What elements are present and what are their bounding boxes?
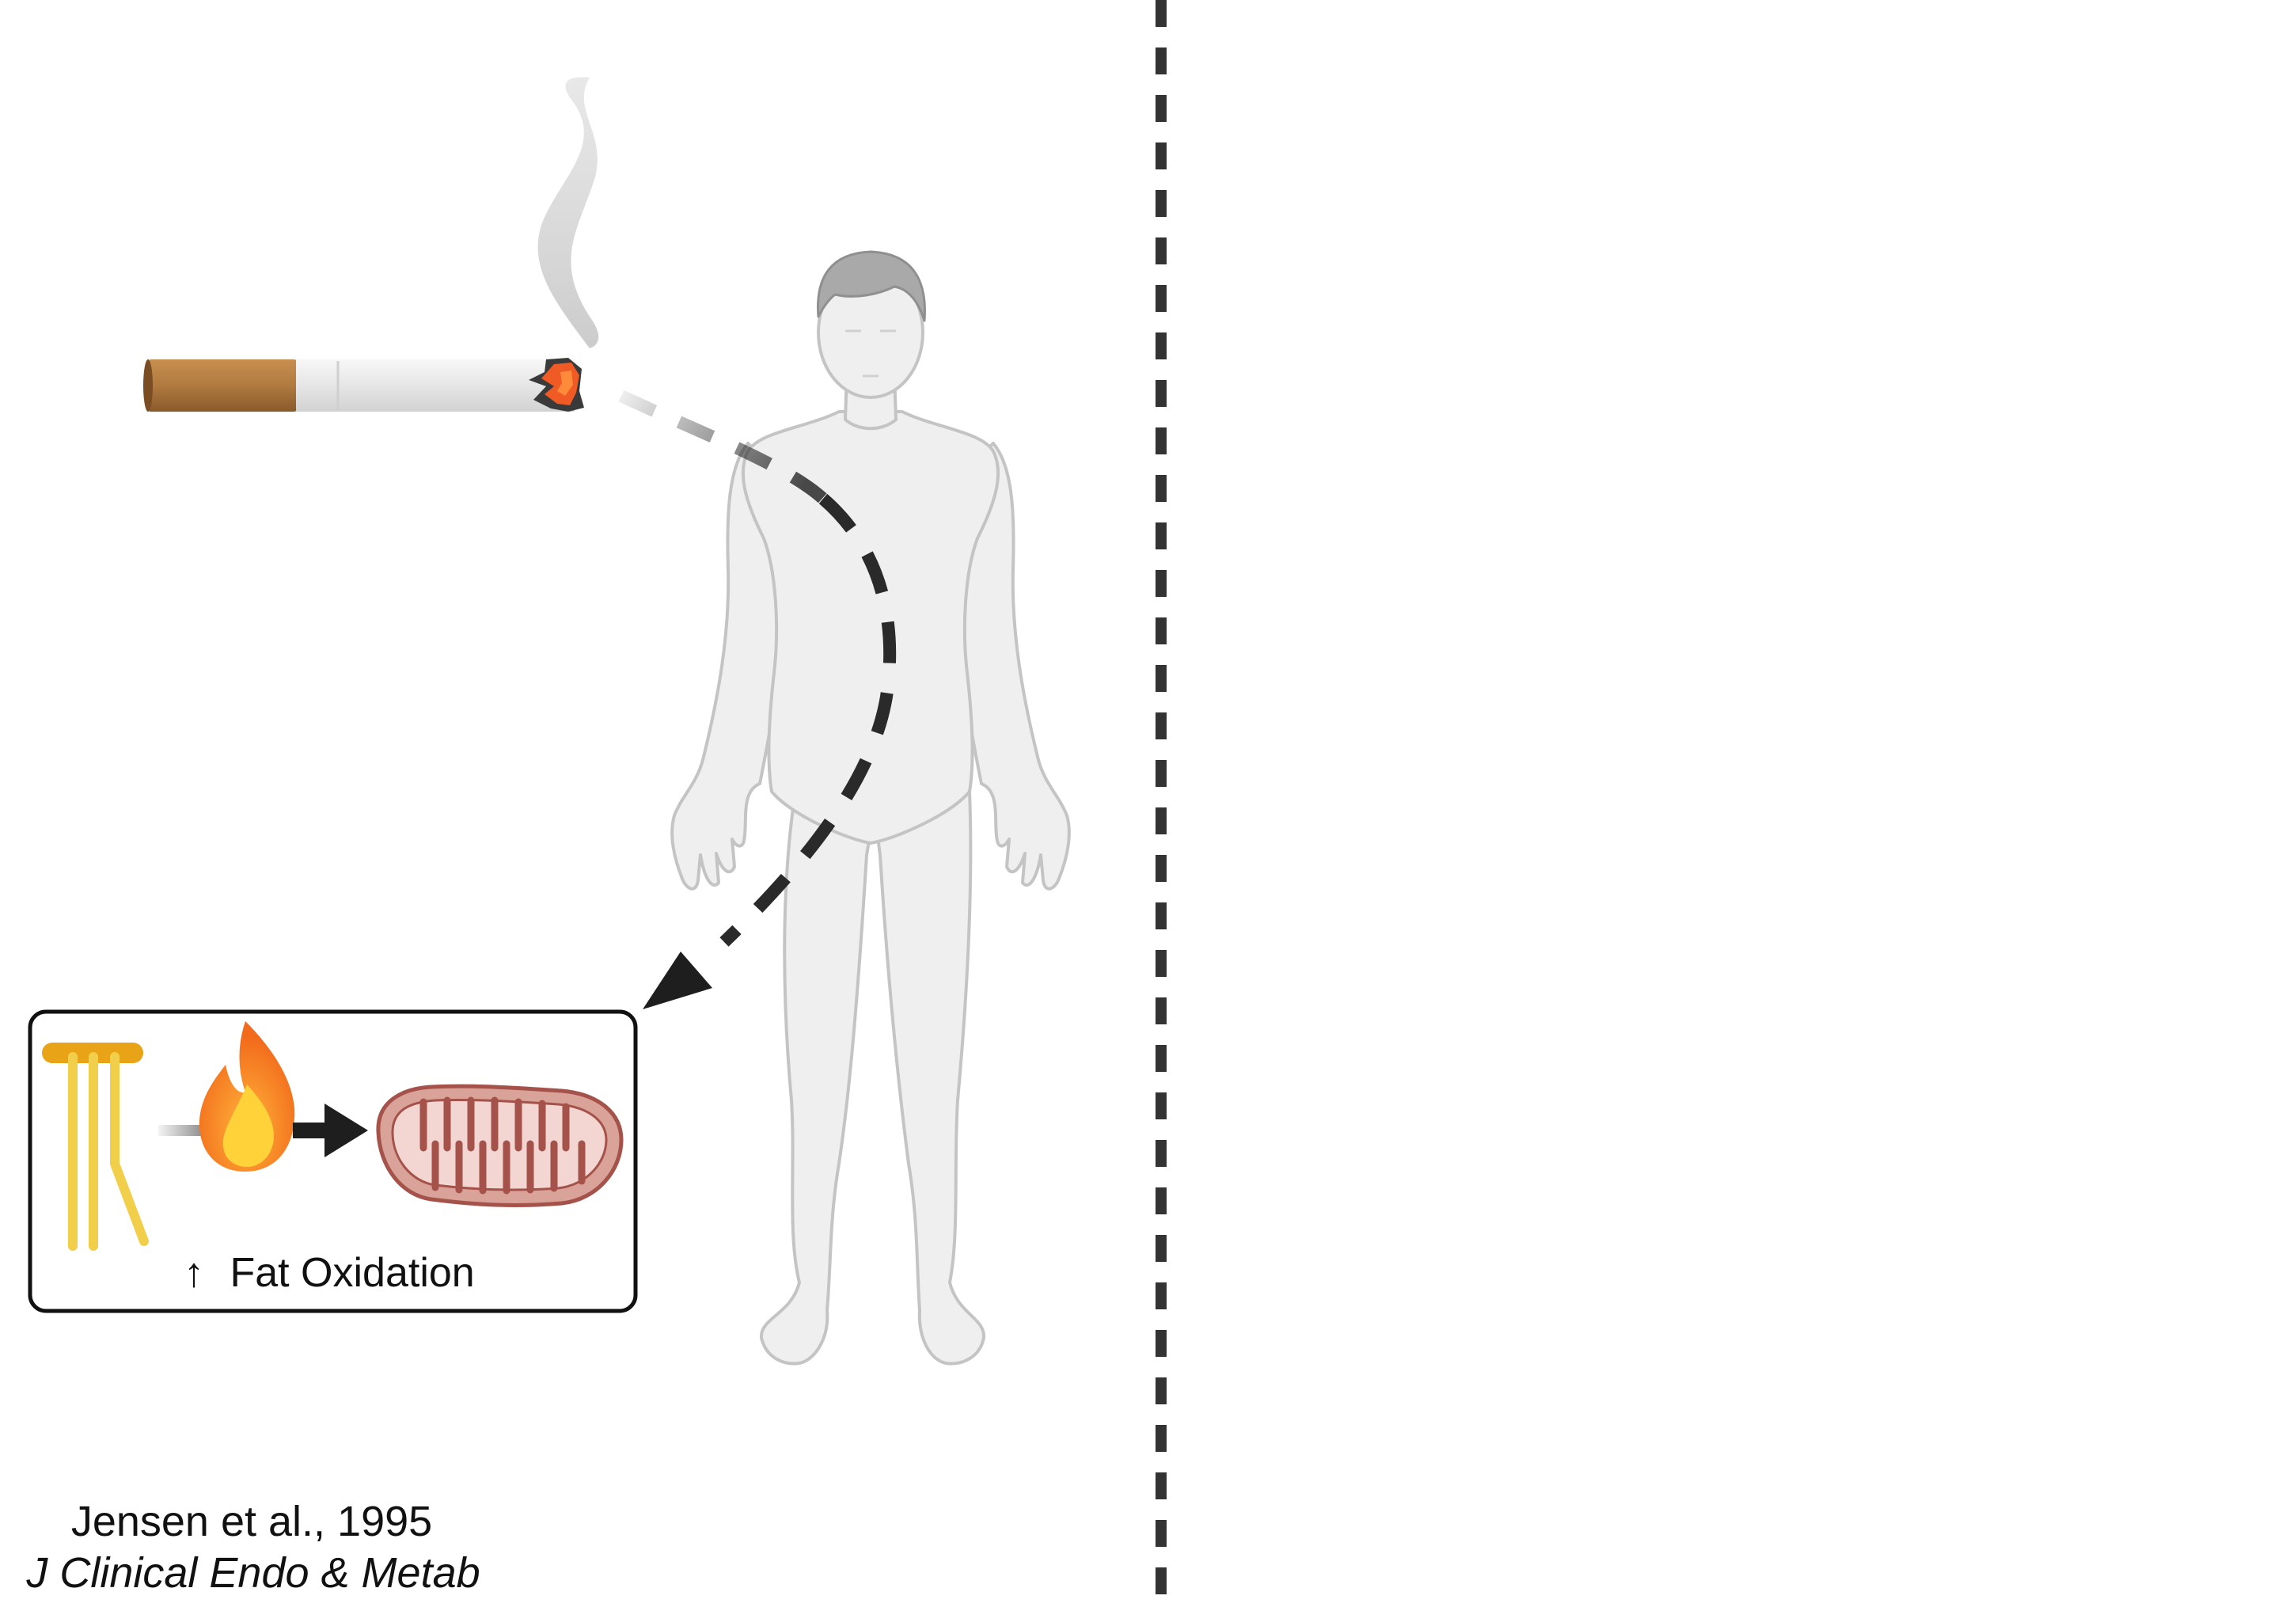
arrow-to-mitochondrion [293, 1104, 368, 1157]
citation-journal: J Clinical Endo & Metab [25, 1549, 480, 1597]
citation-authors: Jensen et al., 1995 [71, 1498, 432, 1545]
arrowhead-icon [643, 952, 712, 1009]
flame-icon [199, 1021, 295, 1172]
svg-text:↑ Fat Oxidation: ↑ Fat Oxidation [184, 1250, 475, 1296]
mitochondrion-icon [376, 1084, 624, 1207]
human-body-icon [670, 250, 1071, 1366]
outcome-box: ↑ Fat Oxidation [28, 1009, 638, 1313]
smoke-icon [537, 77, 599, 348]
citation: Jensen et al., 1995 J Clinical Endo & Me… [25, 1498, 480, 1597]
fatty-acid-icon [42, 1043, 149, 1251]
increase-arrow-glyph: ↑ [184, 1250, 204, 1296]
box-caption: Fat Oxidation [230, 1250, 474, 1296]
dashed-arrow [618, 389, 897, 1009]
cigarette-icon [143, 77, 599, 412]
